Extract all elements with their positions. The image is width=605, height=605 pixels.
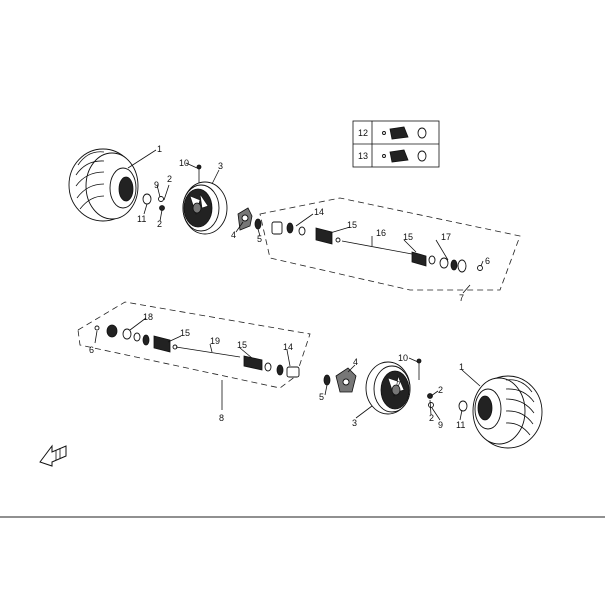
callout-top-tire: 1 xyxy=(157,144,162,154)
bottom-cap xyxy=(458,400,468,412)
kit-box xyxy=(352,120,440,168)
direction-arrow-icon xyxy=(39,444,67,467)
top-clip-6 xyxy=(477,265,483,271)
callout-bot-clip: 6 xyxy=(89,345,94,355)
bottom-kit-18 xyxy=(106,324,150,346)
callout-bot-spacer: 5 xyxy=(319,392,324,402)
callout-bot-kit: 18 xyxy=(143,312,153,322)
callout-bot-bolt: 10 xyxy=(398,353,408,363)
top-wheel xyxy=(182,181,228,235)
bottom-boot-15a xyxy=(153,335,178,353)
callout-bot-boot-b: 15 xyxy=(237,340,247,350)
callout-top-boot-b: 15 xyxy=(403,232,413,242)
callout-bot-boot-a: 15 xyxy=(180,328,190,338)
bottom-nut xyxy=(427,393,433,399)
top-boot-15b xyxy=(411,251,436,267)
top-spacer xyxy=(254,218,262,230)
bottom-spacer xyxy=(323,374,331,386)
top-washer xyxy=(158,196,164,202)
callout-top-nut-b: 2 xyxy=(157,219,162,229)
top-shaft-16 xyxy=(341,240,413,255)
callout-bot-shaft: 19 xyxy=(210,336,220,346)
callout-top-cap: 11 xyxy=(137,214,146,224)
callout-top-bolt: 10 xyxy=(179,158,189,168)
bottom-washer xyxy=(428,402,434,408)
callout-kit-13: 13 xyxy=(358,151,368,161)
bottom-wheel xyxy=(365,361,411,415)
callout-bot-hub: 4 xyxy=(353,357,358,367)
bottom-clip-6 xyxy=(94,325,100,331)
callout-top-assembly: 7 xyxy=(459,293,464,303)
callout-top-joint: 14 xyxy=(314,207,324,217)
callout-top-boot-a: 15 xyxy=(347,220,357,230)
callout-labels: 1 3 10 9 2 2 11 4 5 14 15 16 15 17 6 7 1… xyxy=(89,128,490,430)
callout-bot-assembly: 8 xyxy=(219,413,224,423)
callout-bot-wheel: 3 xyxy=(352,418,357,428)
callout-bot-nut-a: 2 xyxy=(438,385,443,395)
top-cap xyxy=(142,193,152,205)
bottom-assembly-outline xyxy=(77,301,311,389)
top-kit-17 xyxy=(439,257,467,273)
top-tire xyxy=(68,148,139,222)
callout-top-wheel: 3 xyxy=(218,161,223,171)
top-nut xyxy=(159,205,165,211)
bottom-hub xyxy=(335,367,357,393)
bottom-shaft-19 xyxy=(175,346,241,358)
bottom-joint-14 xyxy=(276,364,300,378)
callout-bot-nut-b: 2 xyxy=(429,413,434,423)
top-boot-15a xyxy=(315,227,341,245)
callout-bot-tire: 1 xyxy=(459,362,464,372)
callout-bot-joint: 14 xyxy=(283,342,293,352)
bottom-tire xyxy=(472,375,543,449)
top-joint-14 xyxy=(271,221,306,236)
bottom-boot-15b xyxy=(243,355,272,372)
top-assembly-outline xyxy=(259,197,521,291)
callout-top-nut-a: 2 xyxy=(167,174,172,184)
callout-top-clip: 6 xyxy=(485,256,490,266)
callout-kit-12: 12 xyxy=(358,128,368,138)
callout-top-kit: 17 xyxy=(441,232,451,242)
callout-bot-washer: 9 xyxy=(438,420,443,430)
callout-top-hub: 4 xyxy=(231,230,236,240)
leader-lines xyxy=(94,149,484,421)
callout-top-washer: 9 xyxy=(154,180,159,190)
callout-bot-cap: 11 xyxy=(456,420,465,430)
callout-top-spacer: 5 xyxy=(257,234,262,244)
callout-top-shaft: 16 xyxy=(376,228,386,238)
